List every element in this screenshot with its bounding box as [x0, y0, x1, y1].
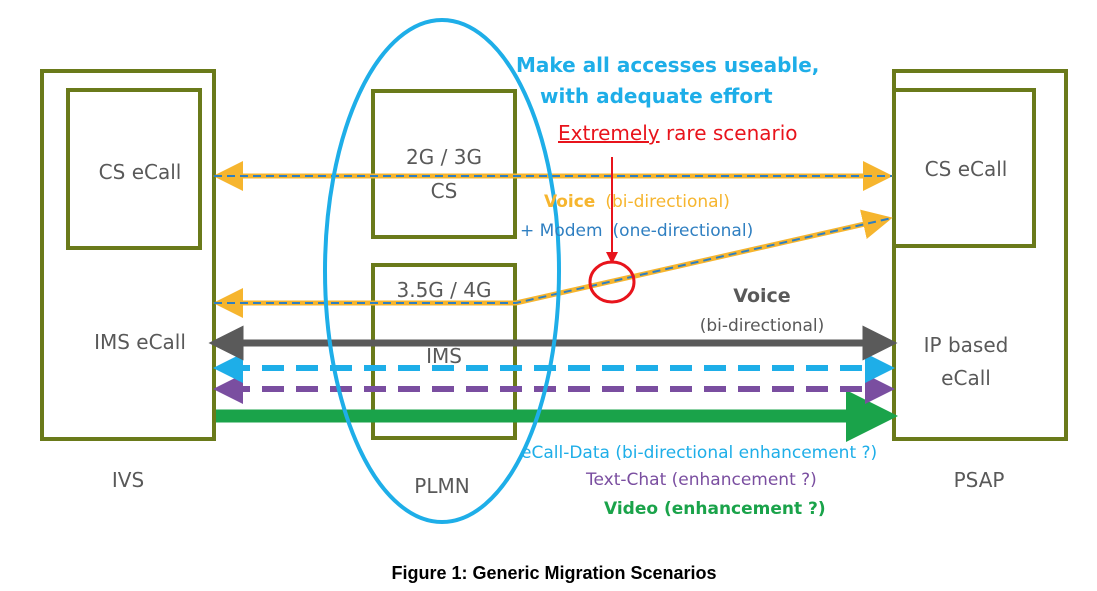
modem-direction: (one-directional): [613, 221, 754, 241]
rare-emphasis: Extremely: [558, 121, 660, 145]
accesses-note-line2: with adequate effort: [540, 84, 773, 108]
modem-word: + Modem: [520, 221, 603, 241]
cs-bent-modem-dash: [214, 217, 893, 304]
ims-voice-direction: (bi-directional): [700, 316, 825, 336]
rare-rest: rare scenario: [660, 121, 798, 145]
psap-label: PSAP: [954, 468, 1005, 492]
rare-scenario-label: Extremely rare scenario: [558, 121, 798, 145]
text-chat-label: Text-Chat (enhancement ?): [585, 470, 817, 490]
plmn-cs-label-line1: 2G / 3G: [406, 145, 482, 169]
cs-voice-label: Voice (bi-directional): [544, 192, 730, 212]
video-label: Video (enhancement ?): [604, 499, 826, 519]
plmn-ims-label-line1: 3.5G / 4G: [397, 278, 492, 302]
plmn-label: PLMN: [414, 474, 469, 498]
plmn-cs-label-line2: CS: [431, 179, 458, 203]
ivs-cs-label: CS eCall: [99, 160, 182, 184]
cs-voice-word: Voice: [544, 192, 595, 212]
ecall-data-label: eCall-Data (bi-directional enhancement ?…: [521, 443, 877, 463]
psap-ip-label-line2: eCall: [941, 366, 991, 390]
psap-outer-box: [892, 69, 1068, 441]
psap-cs-label: CS eCall: [925, 157, 1008, 181]
ims-voice-label: Voice: [733, 285, 790, 307]
modem-label: + Modem (one-directional): [520, 221, 753, 241]
ivs-cs-box: [66, 88, 202, 250]
psap-cs-box: [892, 88, 1036, 248]
cs-voice-direction: (bi-directional): [605, 192, 730, 212]
plmn-ellipse: [323, 18, 561, 524]
accesses-note-line1: Make all accesses useable,: [516, 53, 819, 77]
ivs-label: IVS: [112, 468, 144, 492]
rare-circle: [588, 260, 636, 304]
psap-ip-label-line1: IP based: [924, 333, 1009, 357]
ivs-ims-label: IMS eCall: [94, 330, 186, 354]
plmn-ims-label-line2: IMS: [426, 344, 462, 368]
figure-caption: Figure 1: Generic Migration Scenarios: [391, 563, 716, 583]
